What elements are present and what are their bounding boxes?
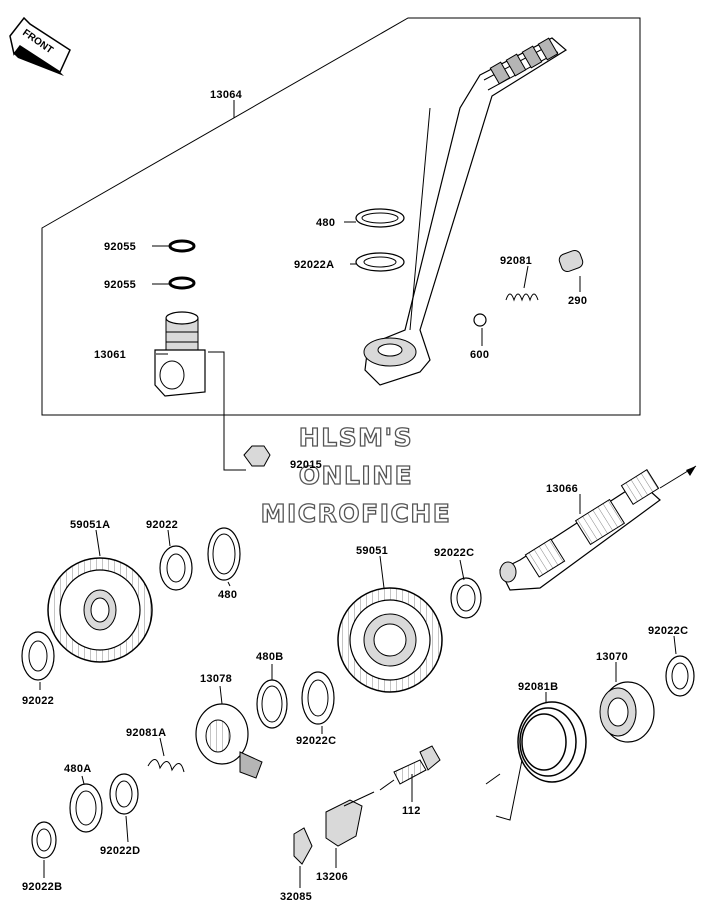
- callout-112[interactable]: 112: [402, 805, 421, 817]
- callout-92055-a[interactable]: 92055: [104, 241, 136, 253]
- callout-92081B[interactable]: 92081B: [518, 681, 558, 693]
- callout-92055-b[interactable]: 92055: [104, 279, 136, 291]
- callout-92022C-a[interactable]: 92022C: [434, 547, 474, 559]
- callout-92022A[interactable]: 92022A: [294, 259, 334, 271]
- callout-480-top[interactable]: 480: [316, 217, 335, 229]
- callout-13064[interactable]: 13064: [210, 89, 243, 101]
- spring-92081A: [147, 759, 185, 773]
- ball-600: [473, 313, 487, 327]
- callout-92015[interactable]: 92015: [290, 459, 322, 471]
- callout-480-mid[interactable]: 480: [218, 589, 237, 601]
- callout-92022B[interactable]: 92022B: [22, 881, 62, 893]
- plate-32085: [293, 827, 313, 865]
- callout-13066[interactable]: 13066: [546, 483, 578, 495]
- guide-13070: [599, 681, 655, 743]
- ratchet-13078: [195, 703, 263, 779]
- callout-labels: 13064 480 92022A 92055 92055 92081 290 6…: [22, 89, 688, 903]
- kick-pedal-icon: [363, 37, 568, 386]
- spring-92081: [505, 293, 539, 302]
- watermark: HLSM'S ONLINE MICROFICHE: [260, 422, 452, 528]
- callout-290[interactable]: 290: [568, 295, 587, 307]
- callout-92081A[interactable]: 92081A: [126, 727, 166, 739]
- callout-13206[interactable]: 13206: [316, 871, 348, 883]
- callout-13078[interactable]: 13078: [200, 673, 232, 685]
- callout-92022C-c[interactable]: 92022C: [296, 735, 336, 747]
- callout-92081[interactable]: 92081: [500, 255, 532, 267]
- o-ring-92055-a: [168, 239, 196, 253]
- stopper-13206: [325, 799, 363, 847]
- svg-text:MICROFICHE: MICROFICHE: [261, 499, 452, 528]
- callout-92022D[interactable]: 92022D: [100, 845, 140, 857]
- callout-59051[interactable]: 59051: [356, 545, 388, 557]
- callout-92022C-b[interactable]: 92022C: [648, 625, 688, 637]
- leader-lines: [39, 100, 677, 888]
- callout-92022-left[interactable]: 92022: [22, 695, 54, 707]
- front-arrow-icon: FRONT: [9, 16, 71, 76]
- callout-13070[interactable]: 13070: [596, 651, 628, 663]
- pin-290: [558, 249, 584, 273]
- callout-92022-top[interactable]: 92022: [146, 519, 178, 531]
- callout-480A[interactable]: 480A: [64, 763, 92, 775]
- svg-text:ONLINE: ONLINE: [299, 461, 413, 490]
- spring-92081B: [485, 701, 587, 821]
- pedal-boss-13061: [154, 311, 206, 397]
- callout-59051A[interactable]: 59051A: [70, 519, 110, 531]
- nut-92015: [243, 445, 271, 467]
- bolt-112: [379, 745, 441, 791]
- kick-shaft-13066: [499, 465, 697, 591]
- callout-480B[interactable]: 480B: [256, 651, 284, 663]
- assembly-frame: [41, 17, 641, 416]
- o-ring-92055-b: [168, 276, 196, 290]
- svg-text:HLSM'S: HLSM'S: [299, 423, 413, 452]
- callout-13061[interactable]: 13061: [94, 349, 126, 361]
- gear-59051: [337, 587, 443, 693]
- callout-600[interactable]: 600: [470, 349, 489, 361]
- gear-59051A: [47, 557, 153, 663]
- callout-32085[interactable]: 32085: [280, 891, 312, 903]
